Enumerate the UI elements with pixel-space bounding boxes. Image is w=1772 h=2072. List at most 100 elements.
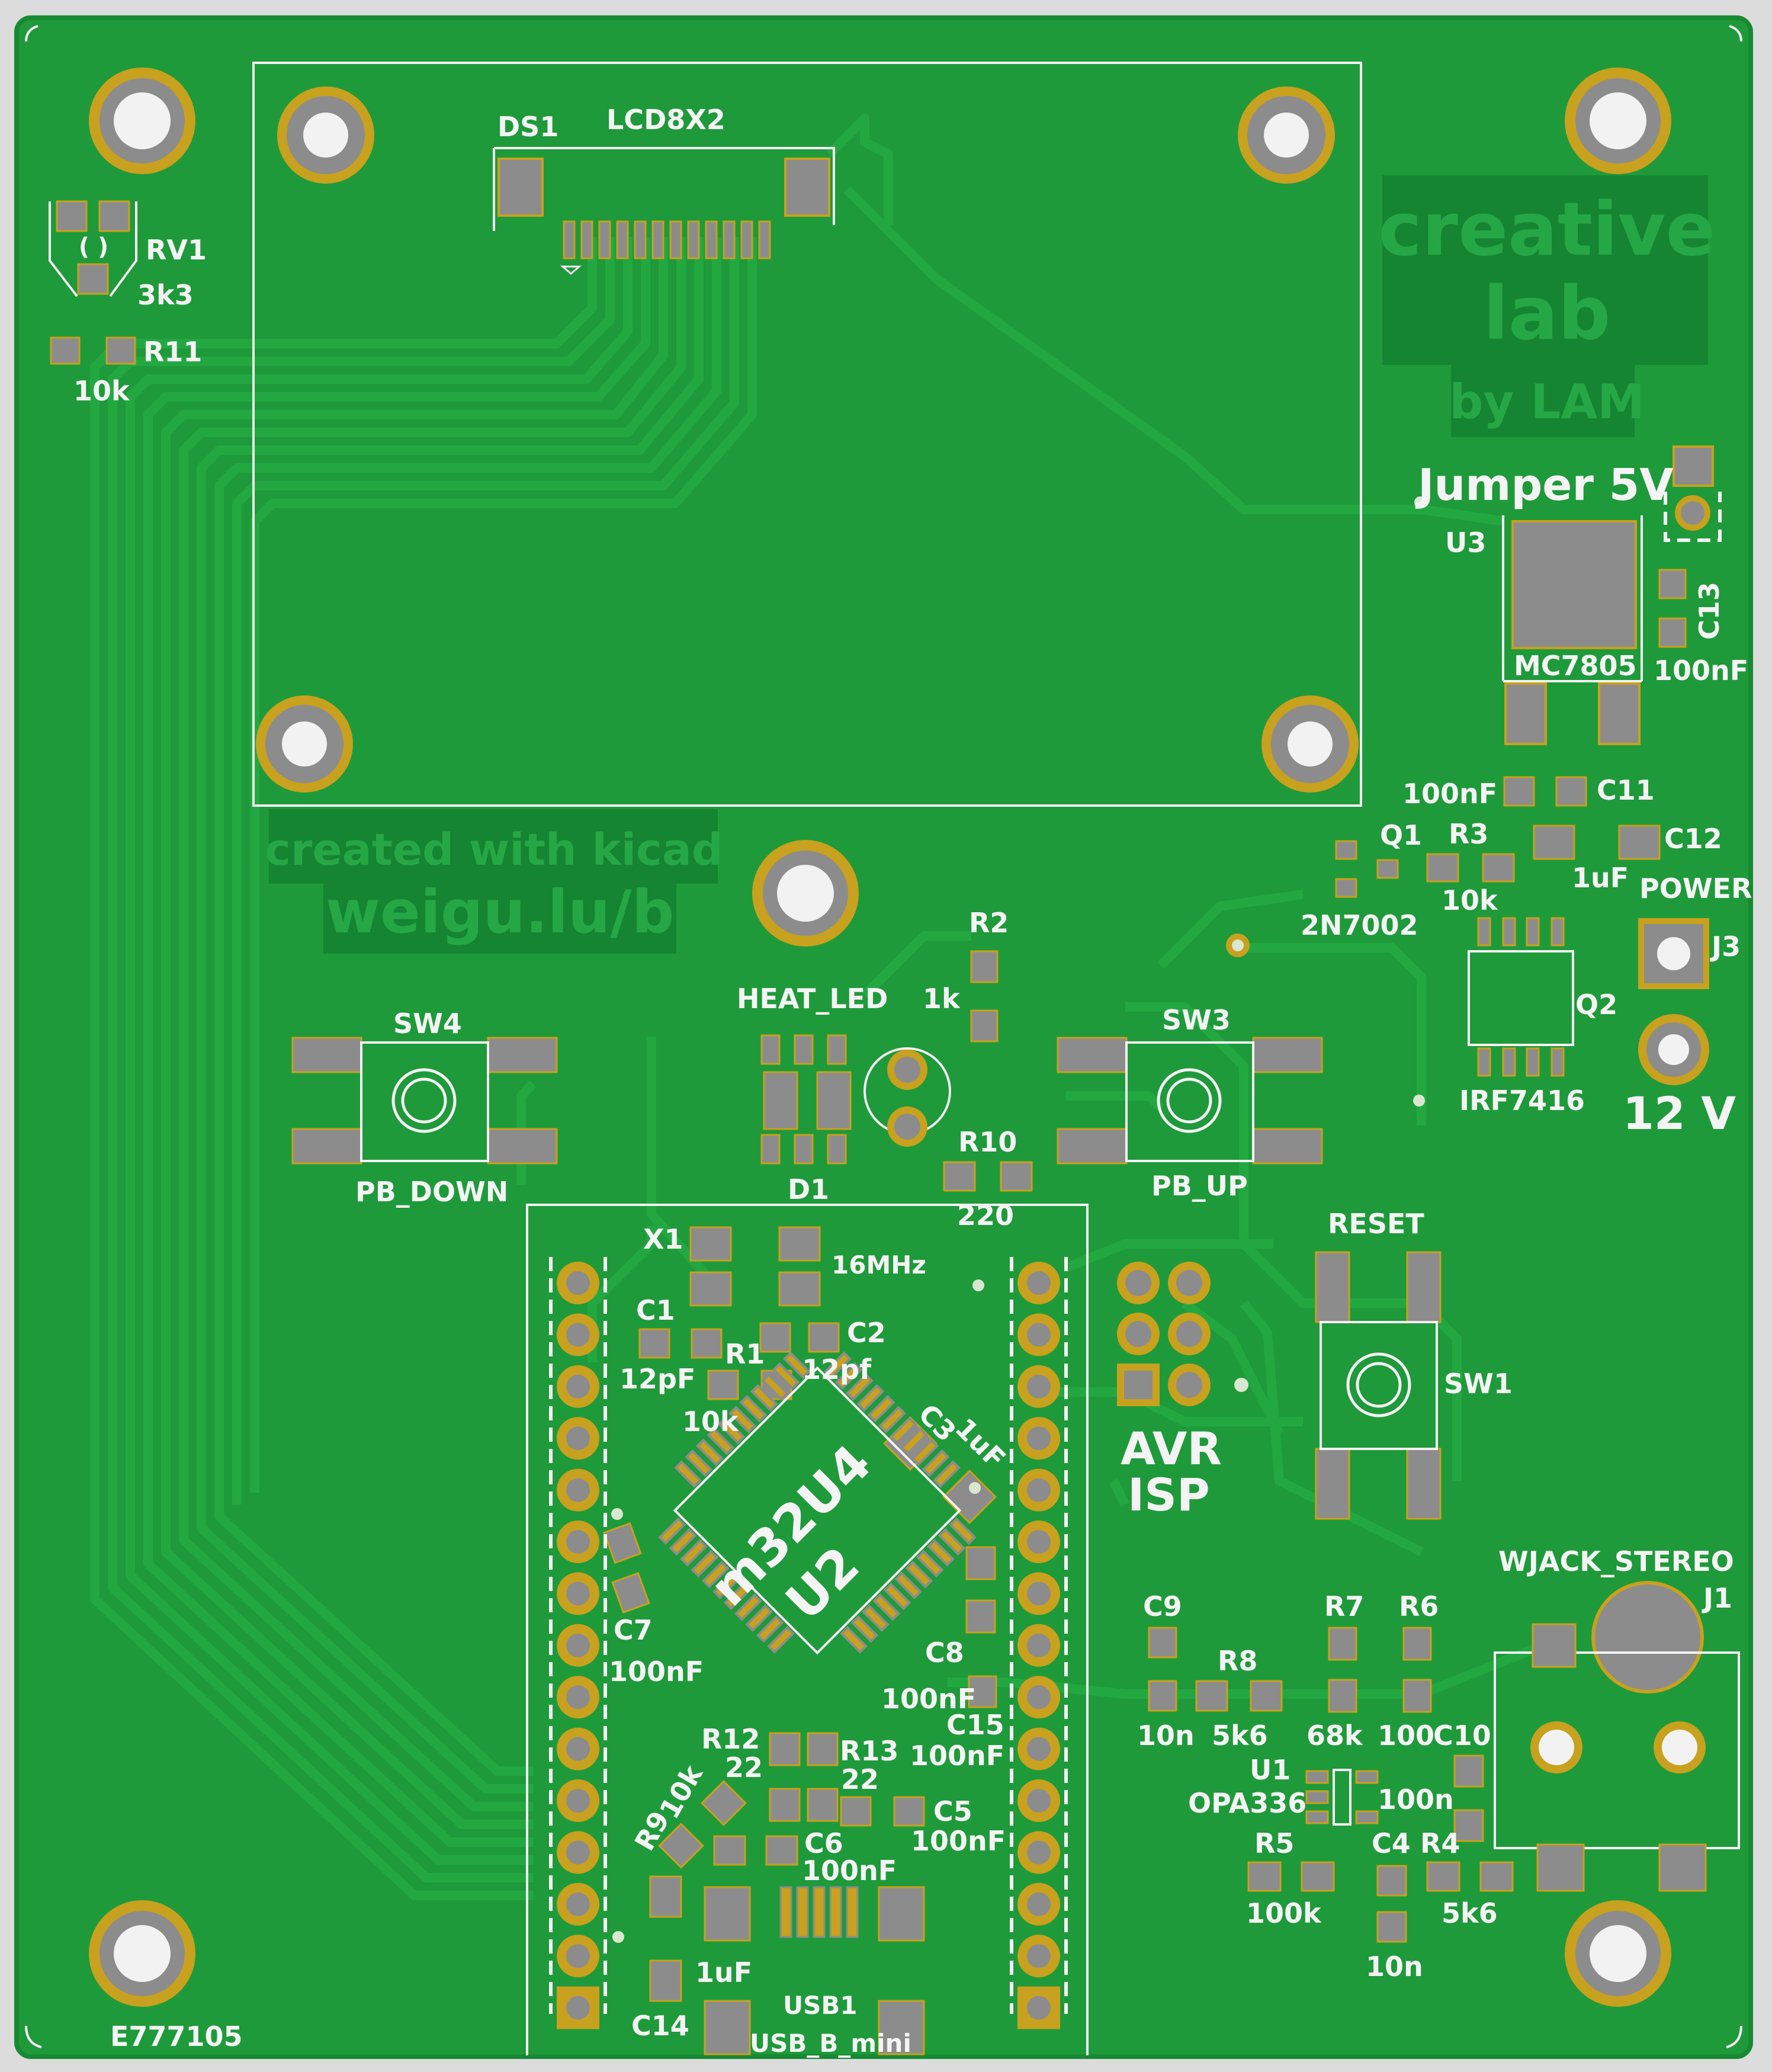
header-pin-hole [566, 1944, 590, 1968]
label-r2: R2 [969, 907, 1009, 939]
label-reset: RESET [1328, 1208, 1424, 1240]
corner-marks [25, 25, 1742, 2048]
header-pin-hole [1027, 1944, 1051, 1968]
label-r10: R10 [958, 1126, 1017, 1158]
lcd-hole [1238, 86, 1335, 184]
label-j1-val: WJACK_STEREO [1498, 1545, 1734, 1577]
header-pin-hole [1027, 1685, 1051, 1709]
label-sw3: SW3 [1162, 1004, 1231, 1036]
label-x1: X1 [643, 1223, 683, 1255]
header-pin-hole [566, 1478, 590, 1502]
label-r7-val: 68k [1306, 1720, 1363, 1752]
header-right [1010, 1257, 1068, 2014]
label-rv1: RV1 [146, 234, 207, 266]
label-usb1: USB1 [783, 1991, 858, 2020]
label-c15: C15 [946, 1709, 1004, 1741]
label-avr: AVR [1121, 1422, 1222, 1475]
label-isp: ISP [1128, 1468, 1210, 1521]
header-pin-hole [1027, 1582, 1051, 1606]
mount-hole [89, 68, 195, 174]
label-lcd: LCD8X2 [606, 104, 726, 136]
jumper-5v [1664, 445, 1722, 542]
label-c9-val: 10n [1137, 1720, 1195, 1752]
label-c6-val: 100nF [802, 1855, 897, 1887]
label-c10-val: 100n [1378, 1784, 1454, 1816]
header-pin-hole [566, 1426, 590, 1451]
label-c9: C9 [1143, 1590, 1182, 1622]
lcd-hole [277, 86, 374, 184]
label-sw3-val: PB_UP [1151, 1170, 1248, 1202]
label-r8: R8 [1218, 1645, 1257, 1677]
board-outline [14, 15, 1753, 2059]
label-c14-val: 1uF [695, 1956, 752, 1988]
header-pin-hole [1027, 1996, 1051, 2020]
d1-heat-led [760, 1034, 951, 1165]
label-board-id: E777105 [110, 2020, 242, 2052]
header-pin-hole [566, 1582, 590, 1606]
label-r5: R5 [1254, 1827, 1294, 1859]
label-c12: C12 [1664, 823, 1722, 855]
label-c13-val: 100nF [1654, 655, 1748, 687]
sw4-button [291, 1037, 558, 1165]
header-pin-hole [1027, 1478, 1051, 1502]
label-q2-val: IRF7416 [1459, 1085, 1585, 1117]
vias [611, 496, 1426, 1943]
header-pin-hole [1027, 1789, 1051, 1813]
label-r6-val: 100 [1378, 1720, 1434, 1752]
header-pin-hole [1027, 1633, 1051, 1657]
label-r7: R7 [1324, 1590, 1364, 1622]
label-r3: R3 [1449, 818, 1488, 850]
label-sw4: SW4 [393, 1008, 462, 1040]
label-u1: U1 [1250, 1754, 1291, 1786]
u1-opamp [1305, 1769, 1379, 1826]
header-pin-hole [566, 1633, 590, 1657]
u2-microcontroller [658, 1351, 977, 1655]
header-pin-hole [566, 1789, 590, 1813]
label-u1-val: OPA336 [1188, 1787, 1306, 1819]
label-jumper: Jumper 5V [1415, 460, 1674, 511]
header-pin-hole [1027, 1530, 1051, 1554]
header-pin-hole [566, 1271, 590, 1295]
header-pin-hole [566, 1685, 590, 1709]
j1-audio-jack [1494, 1623, 1740, 1892]
label-r10-val: 220 [957, 1199, 1014, 1231]
label-c8: C8 [925, 1637, 964, 1669]
label-heat-led: HEAT_LED [737, 983, 888, 1015]
usb1-connector [704, 1886, 925, 2055]
module-outline [526, 1204, 1089, 2055]
label-d1: D1 [788, 1173, 829, 1205]
mount-hole [752, 840, 859, 947]
label-c11: C11 [1597, 774, 1655, 806]
label-r1: R1 [725, 1338, 765, 1370]
label-r12: R12 [701, 1723, 760, 1755]
mount-hole [1565, 1900, 1671, 2007]
label-q1: Q1 [1380, 819, 1422, 851]
label-u3: U3 [1445, 527, 1486, 559]
label-c2: C2 [847, 1317, 886, 1349]
label-c10: C10 [1433, 1720, 1491, 1752]
header-pin-hole [566, 1892, 590, 1916]
label-j3: J3 [1710, 931, 1741, 963]
creative-lab-logo: creative lab by LAM [1378, 175, 1716, 437]
header-pins [557, 1262, 1060, 2029]
label-sw1: SW1 [1444, 1368, 1513, 1400]
header-pin-hole [566, 1530, 590, 1554]
jack-hole [1654, 1721, 1706, 1773]
avr-isp-header [1117, 1262, 1211, 1406]
rv1-trimmer: ( ) [49, 200, 137, 297]
label-c14: C14 [631, 2010, 689, 2042]
label-c7: C7 [614, 1614, 653, 1646]
header-pin-hole [566, 1996, 590, 2020]
label-u3-val: MC7805 [1514, 650, 1637, 682]
label-j1: J1 [1702, 1582, 1732, 1614]
u3-regulator [1502, 515, 1643, 745]
label-c1: C1 [636, 1294, 675, 1326]
logo-line1: creative [1378, 187, 1715, 272]
silkscreen-labels: DS1 LCD8X2 RV1 3k3 R11 10k Jumper 5V U3 … [73, 104, 1752, 2058]
jack-pad [1591, 1581, 1704, 1693]
label-r4-val: 5k6 [1442, 1897, 1498, 1929]
header-pin-hole [566, 1323, 590, 1347]
credit-line1: created with kicad [265, 825, 723, 875]
label-c11-val: 100nF [1402, 778, 1497, 810]
